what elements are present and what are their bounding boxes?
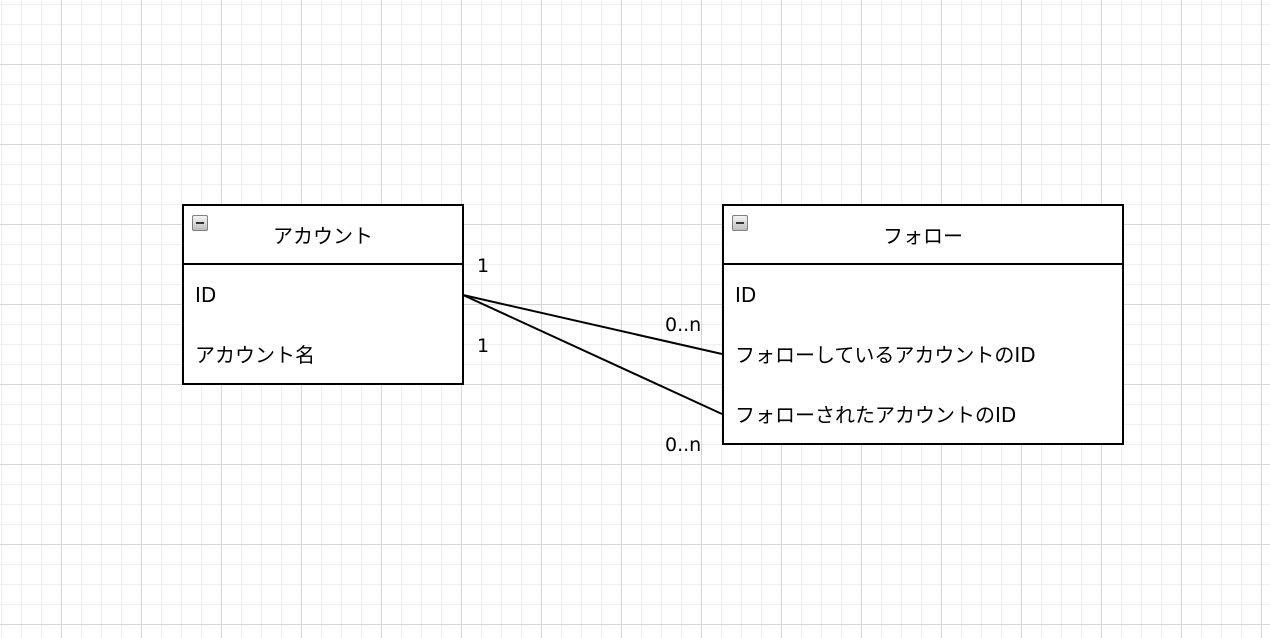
entity-follow-title: フォロー xyxy=(883,224,963,248)
multiplicity-label: 0..n xyxy=(665,434,702,456)
attribute-row[interactable]: ID xyxy=(735,283,757,307)
entity-account[interactable]: アカウント ID アカウント名 xyxy=(182,204,464,385)
entity-account-title: アカウント xyxy=(273,224,373,248)
relation-line-following[interactable] xyxy=(462,294,723,355)
entity-follow-header[interactable]: フォロー xyxy=(724,206,1122,265)
attribute-row[interactable]: フォローされたアカウントのID xyxy=(735,403,1017,427)
attribute-row[interactable]: アカウント名 xyxy=(195,343,315,367)
entity-follow[interactable]: フォロー ID フォローしているアカウントのID フォローされたアカウントのID xyxy=(722,204,1124,445)
relation-line-followed[interactable] xyxy=(462,294,723,415)
entity-account-header[interactable]: アカウント xyxy=(184,206,462,265)
collapse-icon[interactable] xyxy=(732,215,748,231)
attribute-row[interactable]: ID xyxy=(195,283,217,307)
attribute-row[interactable]: フォローしているアカウントのID xyxy=(735,343,1036,367)
multiplicity-label: 1 xyxy=(477,255,490,277)
multiplicity-label: 0..n xyxy=(665,314,702,336)
multiplicity-label: 1 xyxy=(477,335,490,357)
collapse-icon[interactable] xyxy=(192,215,208,231)
